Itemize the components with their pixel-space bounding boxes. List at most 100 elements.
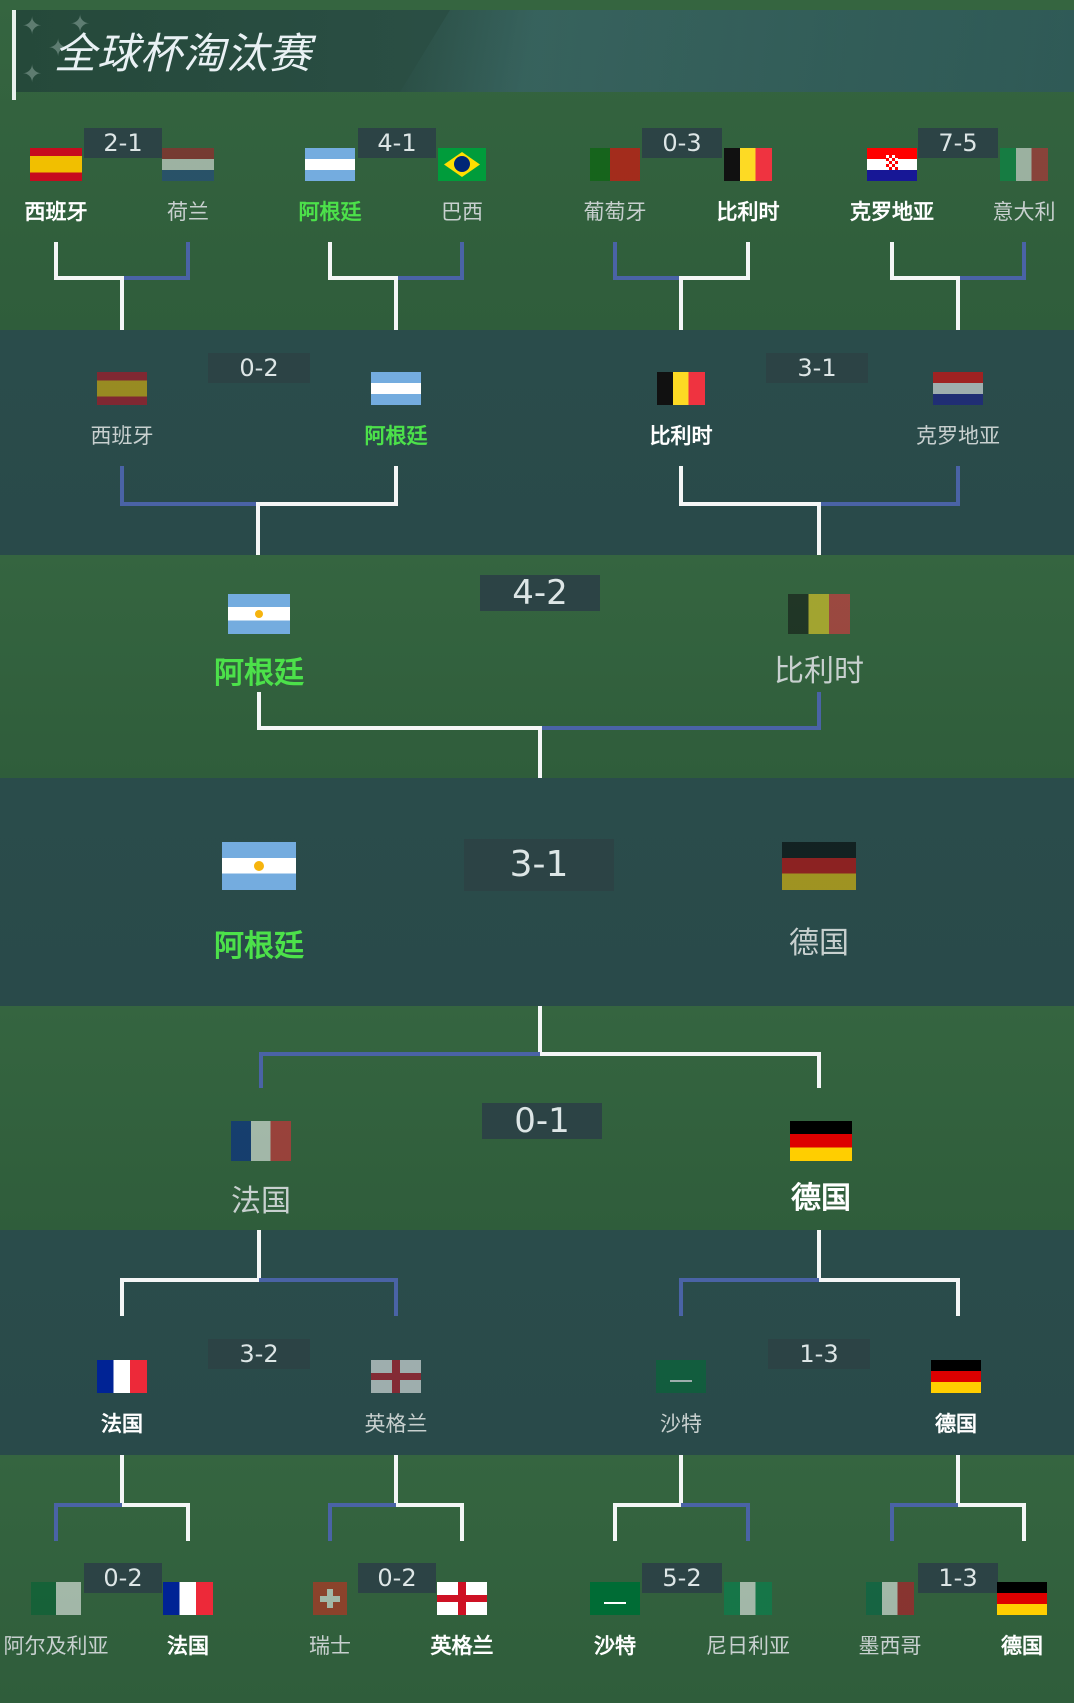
score-semi-top[interactable]: 4-2 <box>480 575 600 611</box>
bracket-line <box>958 1503 1026 1507</box>
team-label[interactable]: 法国 <box>101 1412 143 1436</box>
sparkle-icon: ✦ <box>22 12 43 40</box>
score-r2t-1[interactable]: 0-2 <box>208 353 310 383</box>
sparkle-icon: ✦ <box>22 60 43 88</box>
team-label[interactable]: 德国 <box>1001 1634 1043 1658</box>
team-label[interactable]: 瑞士 <box>309 1634 351 1658</box>
bracket-line <box>540 726 821 730</box>
spain-flag-icon <box>30 148 82 181</box>
bracket-line <box>956 1455 960 1507</box>
score-r1b-3[interactable]: 5-2 <box>642 1563 722 1593</box>
bracket-line <box>328 276 396 280</box>
mexico-flag-icon <box>866 1582 914 1615</box>
bracket-line <box>890 276 958 280</box>
bracket-line <box>679 1455 683 1507</box>
score-r1t-2[interactable]: 4-1 <box>358 128 436 158</box>
team-label[interactable]: 克罗地亚 <box>916 424 1000 448</box>
score-r2b-2[interactable]: 1-3 <box>768 1339 870 1369</box>
team-label[interactable]: 英格兰 <box>430 1634 494 1658</box>
team-label[interactable]: 阿根廷 <box>364 424 428 448</box>
page-title: 全球杯淘汰赛 <box>54 29 313 78</box>
brazil-flag-icon <box>438 148 486 181</box>
band-final <box>0 778 1074 1006</box>
team-label[interactable]: 意大利 <box>992 200 1056 224</box>
team-label[interactable]: 巴西 <box>441 200 483 224</box>
bracket-line <box>258 502 398 506</box>
bracket-line <box>394 466 398 506</box>
bracket-line <box>120 1455 124 1507</box>
team-label[interactable]: 比利时 <box>774 654 864 689</box>
team-label[interactable]: 德国 <box>789 926 849 961</box>
team-label[interactable]: 沙特 <box>594 1634 636 1658</box>
score-final[interactable]: 3-1 <box>464 839 614 891</box>
croatia-flag-icon <box>933 372 983 405</box>
team-label[interactable]: 法国 <box>167 1634 209 1658</box>
bracket-line <box>257 726 540 730</box>
bracket-line <box>890 1503 894 1541</box>
score-r1t-4[interactable]: 7-5 <box>918 128 998 158</box>
score-r1b-1[interactable]: 0-2 <box>84 1563 162 1593</box>
bracket-line <box>328 1503 332 1541</box>
bracket-line <box>460 1503 464 1541</box>
team-label[interactable]: 比利时 <box>716 200 780 224</box>
croatia-flag-icon <box>867 148 917 181</box>
team-label[interactable]: 德国 <box>935 1412 977 1436</box>
team-label[interactable]: 阿根廷 <box>214 656 304 691</box>
bracket-line <box>122 1503 190 1507</box>
team-label[interactable]: 阿尔及利亚 <box>3 1634 109 1658</box>
belgium-flag-icon <box>788 594 850 634</box>
spain-flag-icon <box>97 372 147 405</box>
score-r1b-4[interactable]: 1-3 <box>918 1563 998 1593</box>
bracket-line <box>259 1278 398 1282</box>
team-label[interactable]: 西班牙 <box>90 424 154 448</box>
sparkle-icon: ✦ <box>70 10 91 38</box>
team-label[interactable]: 法国 <box>231 1184 291 1219</box>
bracket-line <box>679 276 683 330</box>
score-r1t-3[interactable]: 0-3 <box>642 128 722 158</box>
saudi-flag-icon <box>656 1360 706 1393</box>
team-label[interactable]: 沙特 <box>660 1412 702 1436</box>
bracket-line <box>958 276 1026 280</box>
bracket-line <box>460 242 464 280</box>
score-r2t-2[interactable]: 3-1 <box>766 353 868 383</box>
bracket-line <box>259 1052 263 1088</box>
switzerland-flag-icon <box>313 1582 347 1615</box>
team-label[interactable]: 尼日利亚 <box>706 1634 790 1658</box>
bracket-line <box>256 502 260 555</box>
team-label[interactable]: 英格兰 <box>364 1412 428 1436</box>
team-label[interactable]: 阿根廷 <box>298 200 362 224</box>
team-label[interactable]: 葡萄牙 <box>583 200 647 224</box>
score-semi-bottom[interactable]: 0-1 <box>482 1103 602 1139</box>
bracket-line <box>746 1503 750 1541</box>
bracket-line <box>613 242 617 280</box>
belgium-flag-icon <box>724 148 772 181</box>
bracket-line <box>120 1278 259 1282</box>
bracket-line <box>679 502 819 506</box>
team-label[interactable]: 西班牙 <box>24 200 88 224</box>
bracket-line <box>257 1230 261 1282</box>
score-r2b-1[interactable]: 3-2 <box>208 1339 310 1369</box>
nigeria-flag-icon <box>724 1582 772 1615</box>
team-label[interactable]: 比利时 <box>649 424 713 448</box>
team-label[interactable]: 荷兰 <box>167 200 209 224</box>
argentina-flag-icon <box>305 148 355 181</box>
bracket-line <box>613 1503 681 1507</box>
belgium-flag-icon <box>657 372 705 405</box>
bracket-line <box>613 1503 617 1541</box>
france-flag-icon <box>97 1360 147 1393</box>
saudi-flag-icon <box>590 1582 640 1615</box>
bracket-line <box>679 1278 819 1282</box>
bracket-line <box>817 1230 821 1282</box>
score-r1t-1[interactable]: 2-1 <box>84 128 162 158</box>
team-label[interactable]: 德国 <box>791 1181 851 1216</box>
team-label[interactable]: 克罗地亚 <box>850 200 934 224</box>
team-label[interactable]: 阿根廷 <box>214 929 304 964</box>
bracket-line <box>956 1278 960 1316</box>
team-label[interactable]: 墨西哥 <box>858 1634 922 1658</box>
bracket-line <box>679 466 683 506</box>
italy-flag-icon <box>1000 148 1048 181</box>
score-r1b-2[interactable]: 0-2 <box>358 1563 436 1593</box>
bracket-line <box>328 242 332 280</box>
bracket-line <box>394 1278 398 1316</box>
bracket-line <box>394 1455 398 1507</box>
